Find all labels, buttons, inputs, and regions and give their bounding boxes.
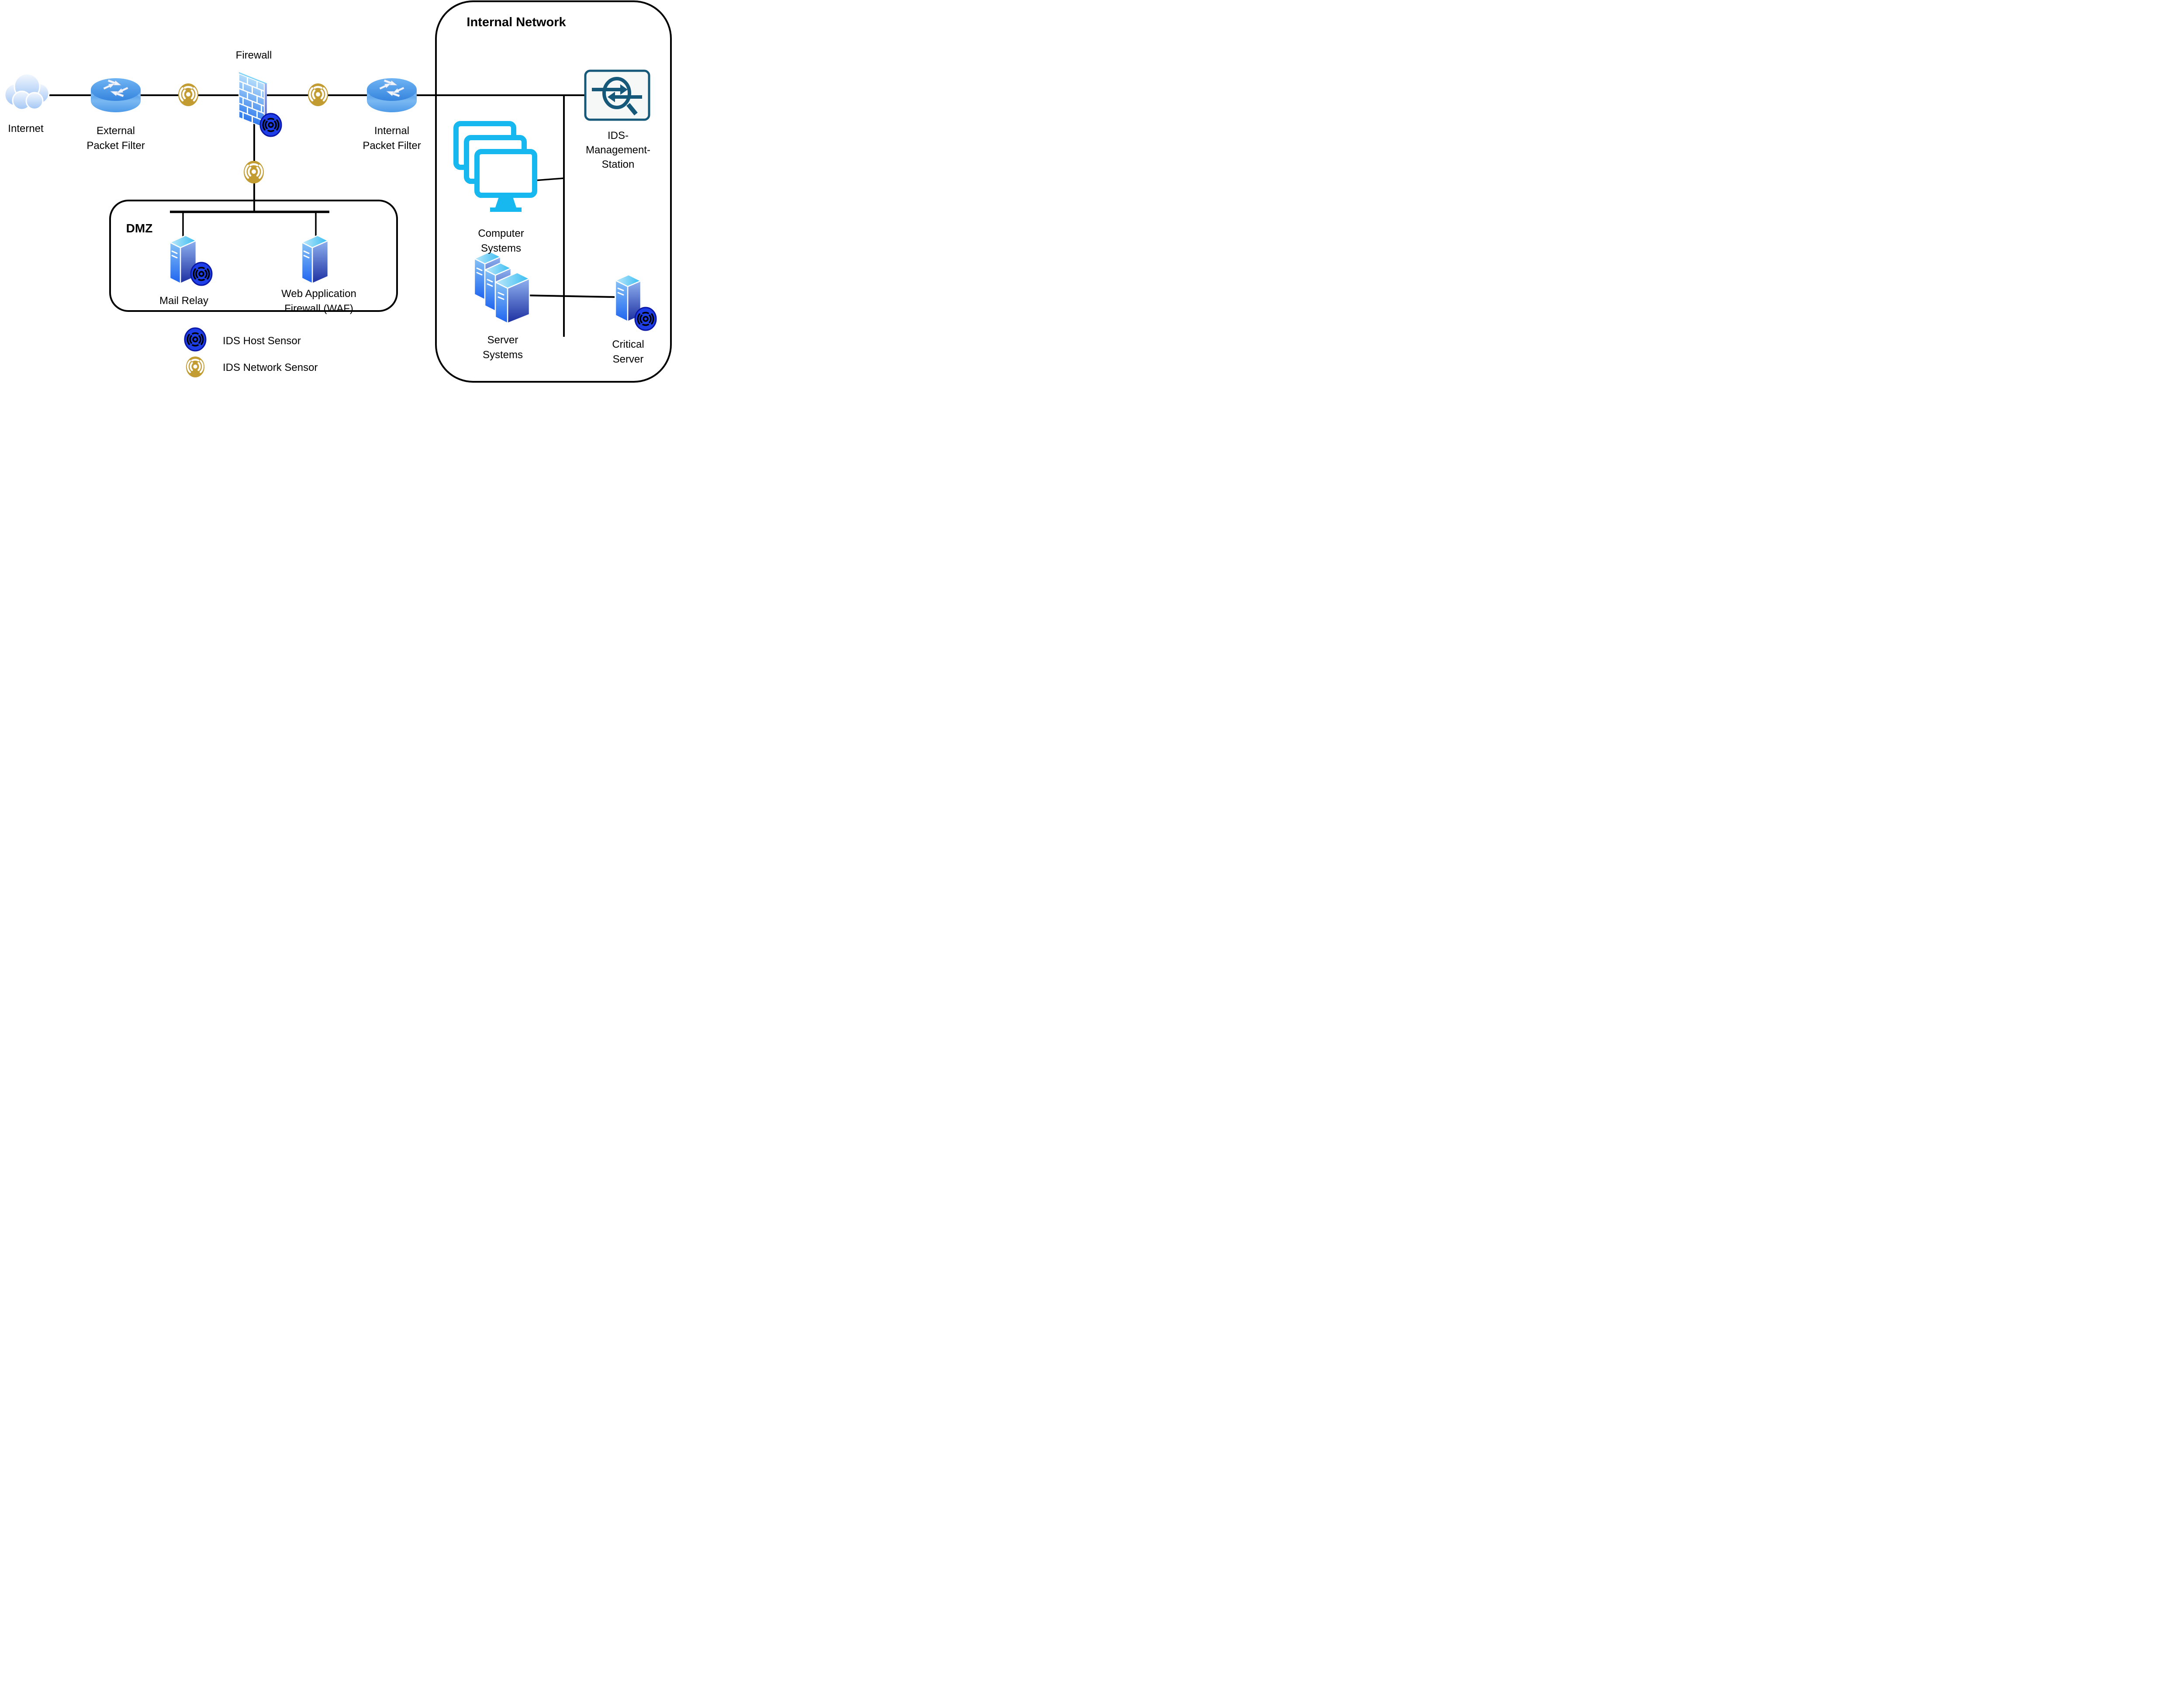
ids-ms-line2: Management- (585, 144, 651, 156)
host-sensor-icon-mail-relay (190, 262, 213, 286)
legend-host-sensor-icon (184, 327, 207, 352)
ids-ms-line1: IDS- (607, 130, 629, 142)
external-packet-filter-line1: External (96, 125, 135, 137)
critical-server-label: Critical Server (612, 337, 644, 367)
computer-systems-label: Computer Systems (478, 226, 524, 256)
internal-packet-filter-icon (367, 78, 417, 112)
ids-ms-line3: Station (601, 159, 635, 170)
critical-server-line2: Server (612, 353, 644, 365)
server-systems-icon (473, 251, 530, 324)
network-sensor-icon-left (178, 83, 198, 106)
dmz-title: DMZ (126, 221, 153, 235)
computer-connector (535, 177, 564, 181)
mail-relay-label: Mail Relay (159, 295, 209, 307)
computer-systems-line2: Systems (480, 242, 521, 254)
legend-network-sensor-label: IDS Network Sensor (223, 362, 318, 373)
server-systems-line1: Server (487, 334, 518, 346)
server-systems-line2: Systems (482, 349, 523, 361)
legend-host-sensor-label: IDS Host Sensor (223, 335, 301, 347)
legend-network-sensor-icon (186, 356, 204, 377)
ids-management-station-icon (584, 69, 650, 121)
network-security-diagram: Internet External Packet Filter Firewall… (0, 0, 674, 387)
critical-server-line1: Critical (612, 339, 644, 350)
server-connector (522, 294, 615, 298)
external-packet-filter-icon (91, 78, 141, 112)
host-sensor-icon-firewall (259, 113, 282, 137)
waf-line2: Firewall (WAF) (284, 303, 353, 315)
waf-line1: Web Application (281, 288, 356, 300)
network-sensor-icon-dmz (244, 161, 264, 183)
server-systems-label: Server Systems (483, 333, 523, 363)
ids-management-station-label: IDS- Management- Station (586, 128, 650, 172)
waf-icon (301, 235, 329, 284)
computer-systems-icon (456, 124, 535, 212)
internal-packet-filter-label: Internal Packet Filter (363, 124, 421, 153)
host-sensor-icon-critical-server (634, 307, 657, 331)
internal-packet-filter-line2: Packet Filter (363, 140, 421, 152)
internal-network-zone (435, 0, 672, 383)
firewall-label: Firewall (235, 49, 272, 61)
dmz-zone (109, 200, 398, 312)
waf-label: Web Application Firewall (WAF) (281, 287, 356, 316)
internet-label: Internet (8, 123, 44, 135)
internal-network-title: Internal Network (467, 15, 566, 29)
internal-packet-filter-line1: Internal (374, 125, 410, 137)
external-packet-filter-label: External Packet Filter (86, 124, 145, 153)
external-packet-filter-line2: Packet Filter (86, 140, 145, 152)
computer-systems-line1: Computer (478, 228, 524, 239)
internet-cloud-icon (4, 73, 50, 111)
diagram-canvas (4, 0, 672, 383)
network-sensor-icon-right (308, 83, 328, 106)
